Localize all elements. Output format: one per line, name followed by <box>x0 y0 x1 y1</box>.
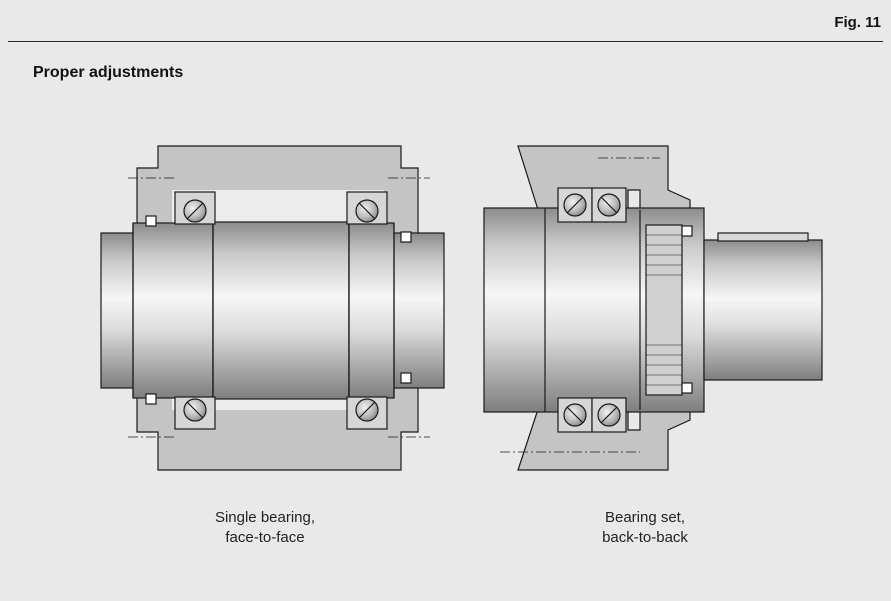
diagram-face-to-face <box>100 145 445 471</box>
caption-line: Single bearing, <box>214 509 316 526</box>
caption-face-to-face: Single bearing, face-to-face <box>165 508 365 548</box>
caption-line: Bearing set, <box>604 509 686 526</box>
bearing-pair-bottom <box>557 397 627 433</box>
bearing-top-left <box>174 191 216 225</box>
lock-nut <box>645 224 683 396</box>
bearing-bottom-left <box>174 396 216 430</box>
diagram-back-to-back <box>483 145 823 471</box>
caption-line: back-to-back <box>602 529 688 546</box>
shaft-end <box>703 239 823 381</box>
caption-line: face-to-face <box>225 529 305 546</box>
bearing-bottom-right <box>346 396 388 430</box>
figure-number: Fig. 11 <box>834 14 881 31</box>
bearing-pair-top <box>557 187 627 223</box>
header-divider <box>8 41 883 42</box>
caption-back-to-back: Bearing set, back-to-back <box>545 508 745 548</box>
bearing-top-right <box>346 191 388 225</box>
figure-title: Proper adjustments <box>33 64 184 81</box>
